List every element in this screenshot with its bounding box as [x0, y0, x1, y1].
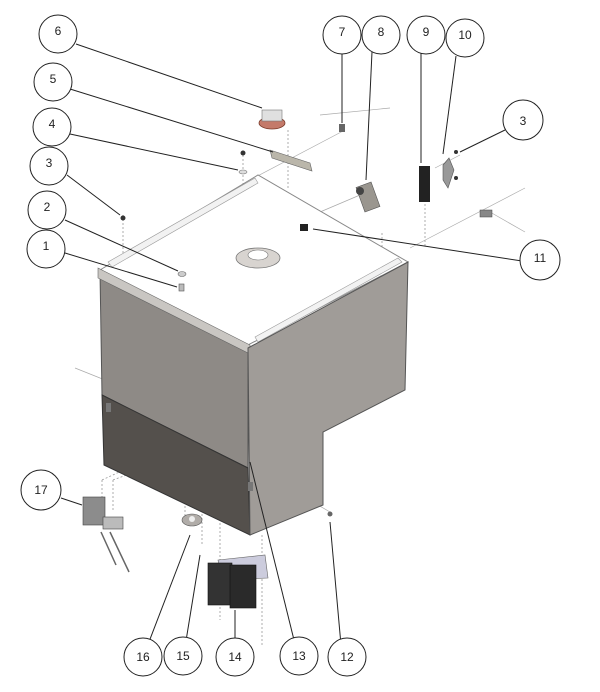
- callout-7: 7: [322, 15, 362, 55]
- cover-plate-part: [442, 157, 455, 189]
- svg-text:15: 15: [176, 649, 190, 663]
- fill-opening-inner: [247, 249, 269, 261]
- callout-9: 9: [406, 15, 446, 55]
- screw-part: [327, 511, 333, 517]
- fitting-part: [178, 283, 185, 292]
- svg-text:13: 13: [292, 649, 306, 663]
- svg-text:3: 3: [520, 114, 527, 128]
- solenoid-valve-part: [355, 181, 381, 213]
- svg-text:7: 7: [339, 25, 346, 39]
- callout-3-right: 3: [502, 99, 544, 141]
- svg-text:16: 16: [136, 650, 150, 664]
- svg-text:8: 8: [378, 25, 385, 39]
- svg-text:9: 9: [423, 25, 430, 39]
- callout-16: 16: [123, 637, 163, 677]
- callout-1: 1: [26, 229, 66, 269]
- callout-2: 2: [27, 190, 67, 230]
- svg-text:10: 10: [458, 28, 472, 42]
- nut-part: [454, 150, 458, 154]
- washer-part: [238, 169, 248, 175]
- callout-11: 11: [519, 239, 561, 281]
- callout-6: 6: [38, 14, 78, 54]
- sensor-part: [300, 224, 308, 231]
- svg-text:12: 12: [340, 650, 354, 664]
- callout-17: 17: [20, 469, 62, 511]
- callout-3-left: 3: [29, 146, 69, 186]
- svg-text:1: 1: [43, 239, 50, 253]
- parts: [82, 109, 493, 609]
- svg-text:11: 11: [534, 251, 547, 265]
- callout-13: 13: [279, 636, 319, 676]
- thermostat-part: [181, 513, 203, 527]
- pump-assembly-part: [207, 554, 269, 609]
- nut-part: [120, 215, 126, 221]
- callout-12: 12: [327, 637, 367, 677]
- callout-14: 14: [215, 637, 255, 677]
- pressure-switch-part: [258, 109, 286, 130]
- callout-8: 8: [361, 15, 401, 55]
- svg-text:14: 14: [228, 650, 242, 664]
- side-panel: [247, 261, 409, 536]
- svg-text:2: 2: [44, 200, 51, 214]
- leader-lines: [60, 43, 523, 648]
- grommet-part: [177, 271, 187, 277]
- top-rail-left: [107, 177, 259, 268]
- nut-part: [240, 150, 246, 156]
- bracket-part: [479, 209, 493, 218]
- callout-5: 5: [33, 62, 73, 102]
- svg-text:4: 4: [49, 117, 56, 131]
- callout-4: 4: [32, 107, 72, 147]
- clip-part: [339, 124, 345, 132]
- svg-text:3: 3: [46, 156, 53, 170]
- callout-10: 10: [445, 18, 485, 58]
- nut-part: [454, 176, 458, 180]
- gasket-plate-part: [419, 166, 430, 202]
- callout-15: 15: [163, 636, 203, 676]
- mounting-bracket-part: [269, 149, 313, 172]
- tank-housing: [97, 174, 410, 536]
- hinge-left: [106, 403, 111, 412]
- heater-element-part: [82, 496, 130, 573]
- svg-text:17: 17: [34, 483, 48, 497]
- svg-text:6: 6: [55, 24, 62, 38]
- hinge-right: [248, 482, 253, 491]
- top-rail-right: [254, 257, 403, 343]
- svg-text:5: 5: [50, 72, 57, 86]
